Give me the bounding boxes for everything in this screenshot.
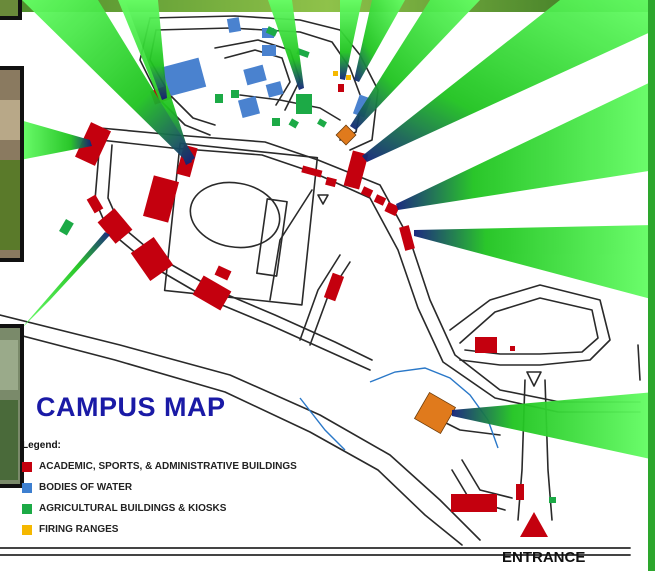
legend-title: Legend: [22,440,61,451]
map-title: CAMPUS MAP [36,392,226,422]
legend-label-academic: ACADEMIC, SPORTS, & ADMINISTRATIVE BUILD… [39,461,297,472]
legend-swatch-water [22,482,32,493]
photo-inset-top-left [0,0,22,20]
legend-swatch-firing-ranges [22,524,32,535]
right-border [648,0,655,571]
legend-label-agricultural: AGRICULTURAL BUILDINGS & KIOSKS [39,503,227,514]
legend-label-water: BODIES OF WATER [39,482,133,493]
highlighted-buildings [335,124,457,435]
photo-inset-mid-left [0,66,24,262]
agricultural-buildings [59,26,556,503]
entrance-label: ENTRANCE [502,549,586,566]
callout-rays [20,0,655,460]
top-banner-strip [0,0,655,12]
legend-label-firing-ranges: FIRING RANGES [39,524,119,535]
legend-item-water: BODIES OF WATER [22,477,297,498]
entrance-marker-icon [520,512,548,537]
legend: Legend: ACADEMIC, SPORTS, & ADMINISTRATI… [22,440,297,540]
legend-swatch-agricultural [22,503,32,514]
photo-inset-lower-left [0,324,24,488]
academic-buildings [75,84,524,512]
legend-swatch-academic [22,461,32,472]
firing-ranges [333,71,351,80]
legend-item-academic: ACADEMIC, SPORTS, & ADMINISTRATIVE BUILD… [22,456,297,477]
legend-item-firing-ranges: FIRING RANGES [22,519,297,540]
legend-item-agricultural: AGRICULTURAL BUILDINGS & KIOSKS [22,498,297,519]
